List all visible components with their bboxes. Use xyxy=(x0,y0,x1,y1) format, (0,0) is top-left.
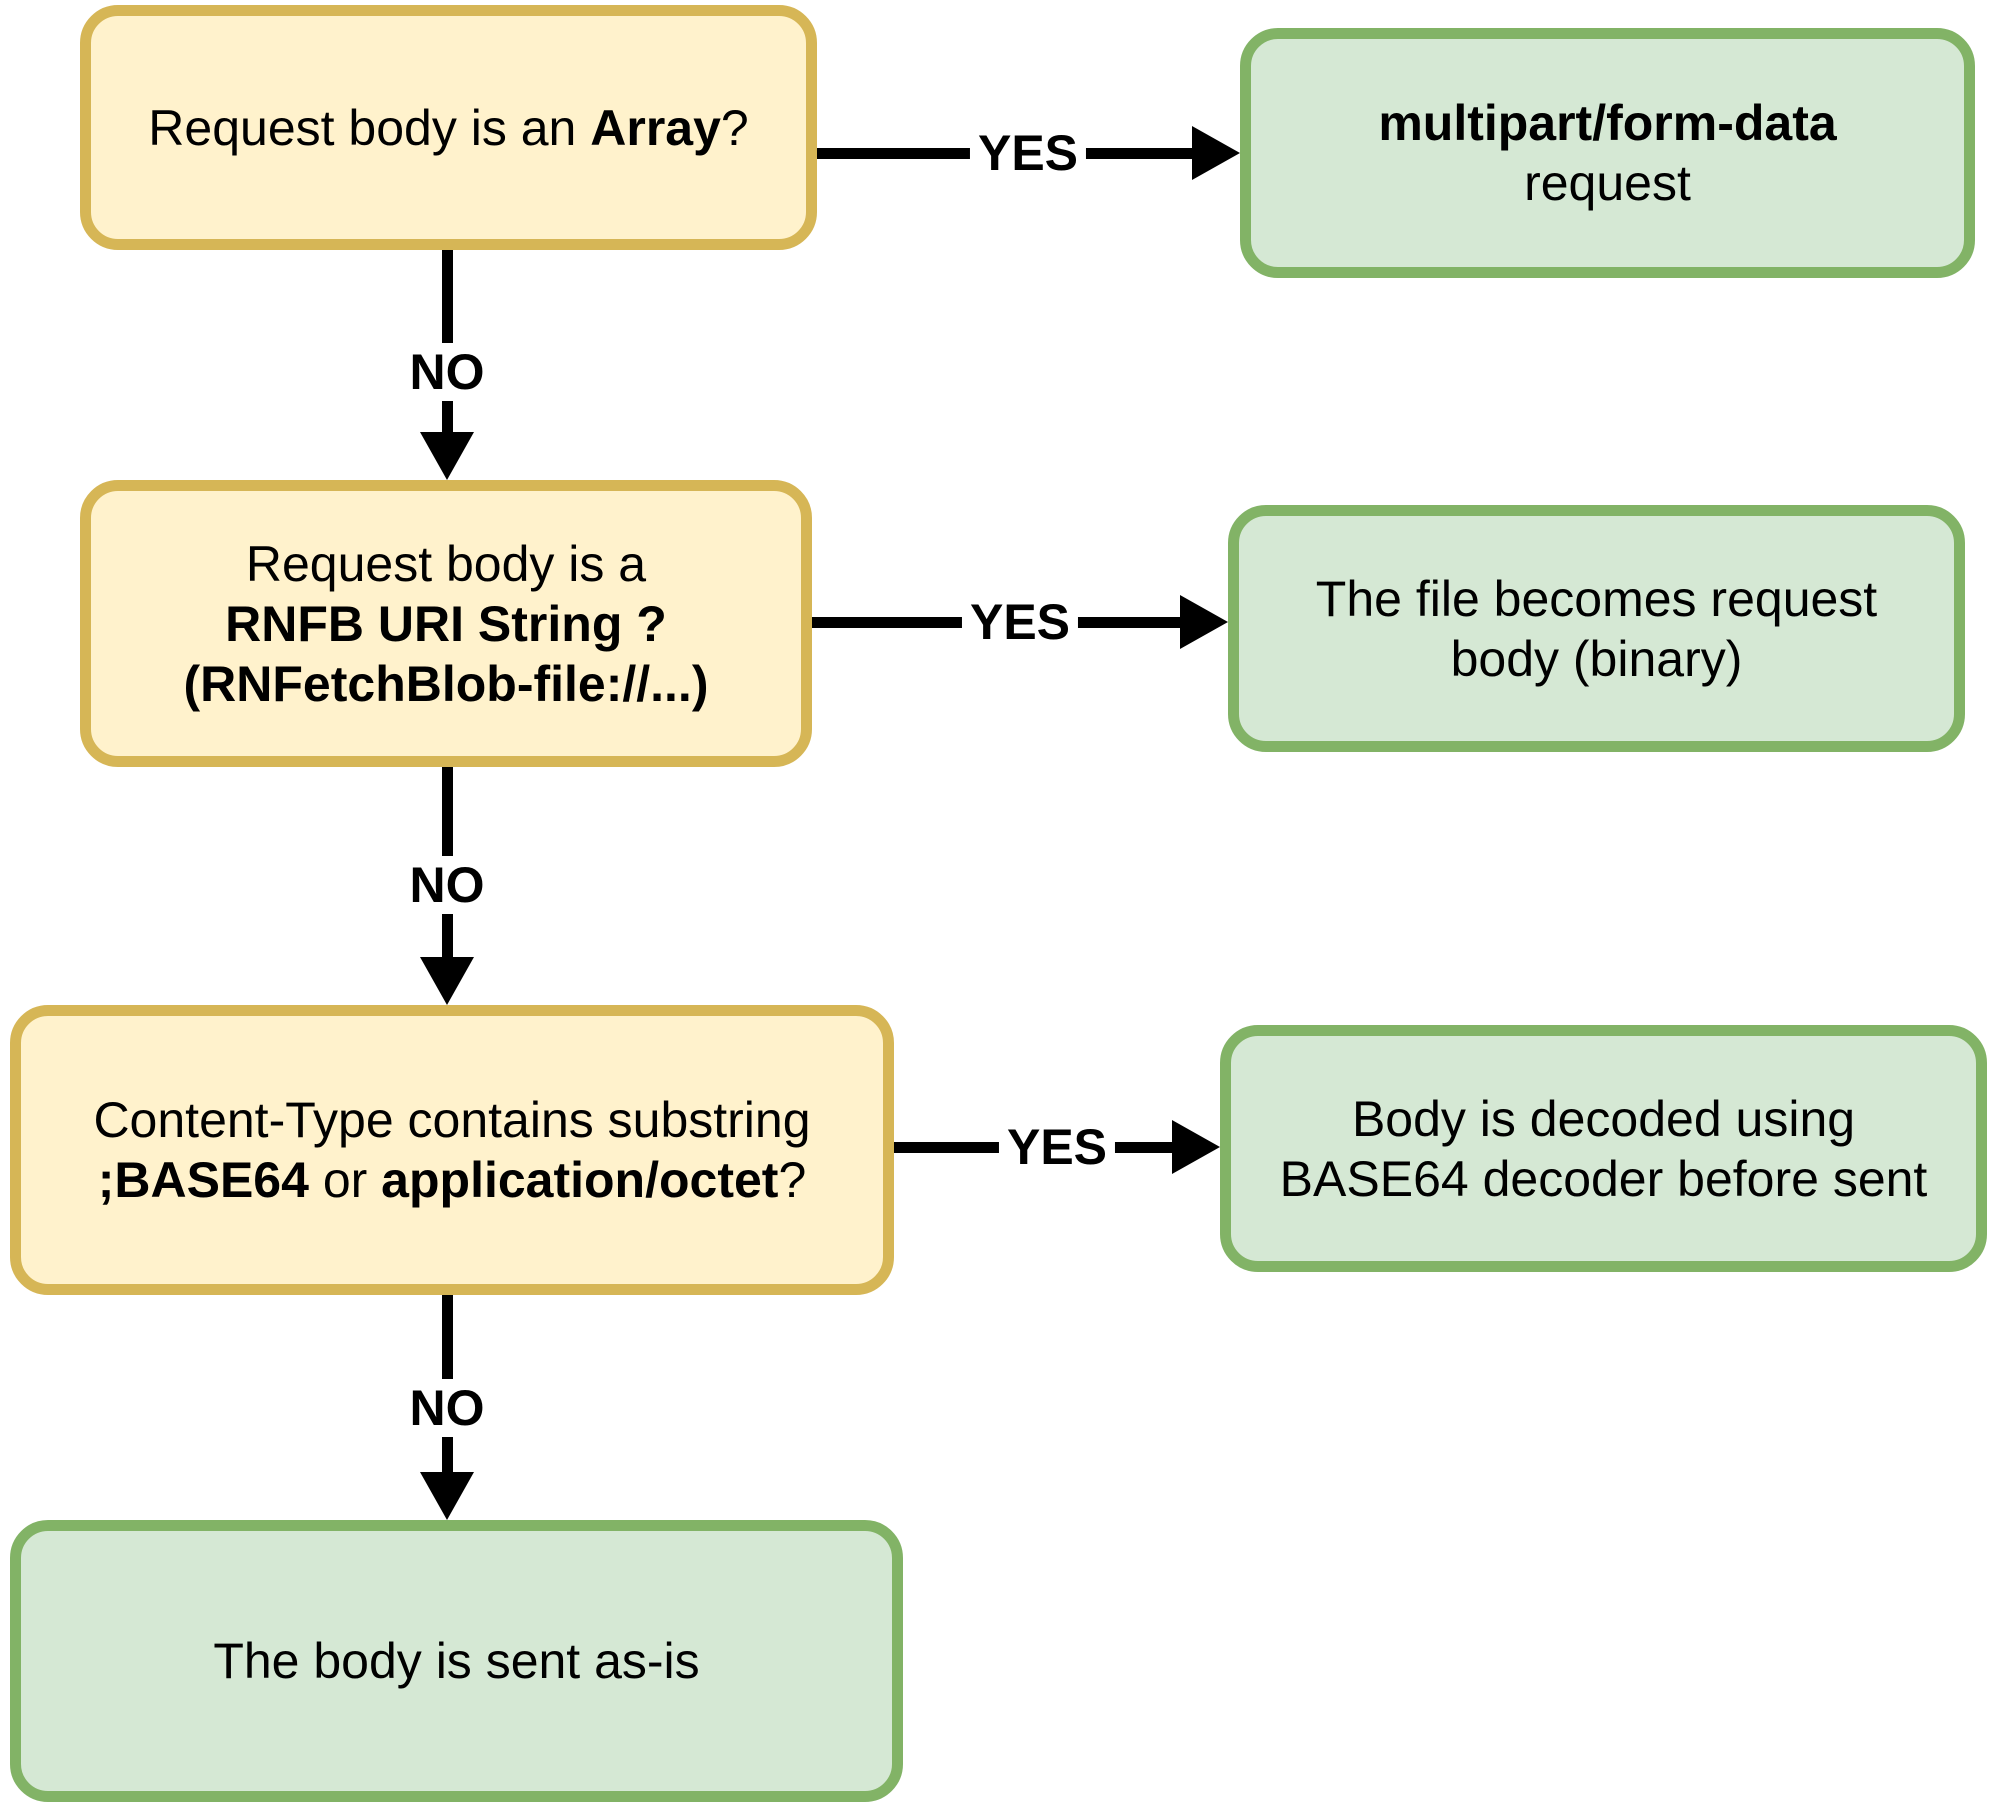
decision-node-label: Request body is an Array? xyxy=(148,98,748,158)
label-segment: Request body is an xyxy=(148,99,591,156)
arrowhead-right-icon xyxy=(1180,595,1228,649)
connector-no-1-line xyxy=(442,250,453,434)
decision-node-label: Content-Type contains substring ;BASE64 … xyxy=(93,1090,810,1210)
decision-node-label: Request body is a RNFB URI String ? (RNF… xyxy=(184,534,709,714)
result-node-body-sent-as-is: The body is sent as-is xyxy=(10,1520,903,1802)
result-node-label: The file becomes request body (binary) xyxy=(1316,569,1877,689)
label-segment-bold: ;BASE64 xyxy=(97,1152,309,1208)
label-line: ;BASE64 or application/octet? xyxy=(93,1150,810,1210)
label-segment: ? xyxy=(778,1152,807,1208)
label-line: request xyxy=(1524,155,1691,211)
edge-label-no-2: NO xyxy=(401,856,493,914)
result-node-base64-decoded: Body is decoded using BASE64 decoder bef… xyxy=(1220,1025,1987,1272)
label-line: Content-Type contains substring xyxy=(93,1092,811,1148)
label-segment: or xyxy=(308,1152,382,1208)
label-line: Body is decoded using xyxy=(1351,1090,1856,1147)
result-node-file-becomes-body: The file becomes request body (binary) xyxy=(1228,505,1965,752)
label-line-bold: (RNFetchBlob-file://...) xyxy=(183,655,709,712)
label-line: The file becomes request xyxy=(1315,570,1878,627)
result-node-label: Body is decoded using BASE64 decoder bef… xyxy=(1280,1089,1928,1209)
arrowhead-down-icon xyxy=(420,957,474,1005)
decision-node-content-type-base64: Content-Type contains substring ;BASE64 … xyxy=(10,1005,894,1295)
label-line: The body is sent as-is xyxy=(213,1633,700,1689)
decision-node-request-body-array: Request body is an Array? xyxy=(80,5,817,250)
label-line-bold: RNFB URI String ? xyxy=(225,595,667,652)
label-line: Request body is a xyxy=(245,535,647,592)
edge-label-yes-2: YES xyxy=(961,593,1079,651)
arrowhead-down-icon xyxy=(420,1472,474,1520)
decision-node-rnfb-uri-string: Request body is a RNFB URI String ? (RNF… xyxy=(80,480,812,767)
edge-label-yes-1: YES xyxy=(969,124,1087,182)
arrowhead-down-icon xyxy=(420,432,474,480)
label-line: BASE64 decoder before sent xyxy=(1279,1150,1928,1207)
result-node-label: The body is sent as-is xyxy=(213,1631,699,1691)
edge-label-no-1: NO xyxy=(401,343,493,401)
label-segment-bold: Array xyxy=(590,99,721,156)
arrowhead-right-icon xyxy=(1192,126,1240,180)
label-line-bold: multipart/form-data xyxy=(1378,95,1837,151)
result-node-multipart-request: multipart/form-data request xyxy=(1240,28,1975,278)
result-node-label: multipart/form-data request xyxy=(1378,93,1836,213)
edge-label-no-3: NO xyxy=(401,1379,493,1437)
edge-label-yes-3: YES xyxy=(998,1118,1116,1176)
label-segment-bold: application/octet xyxy=(381,1152,779,1208)
label-segment: ? xyxy=(720,99,749,156)
label-line: body (binary) xyxy=(1450,630,1743,687)
arrowhead-right-icon xyxy=(1172,1120,1220,1174)
